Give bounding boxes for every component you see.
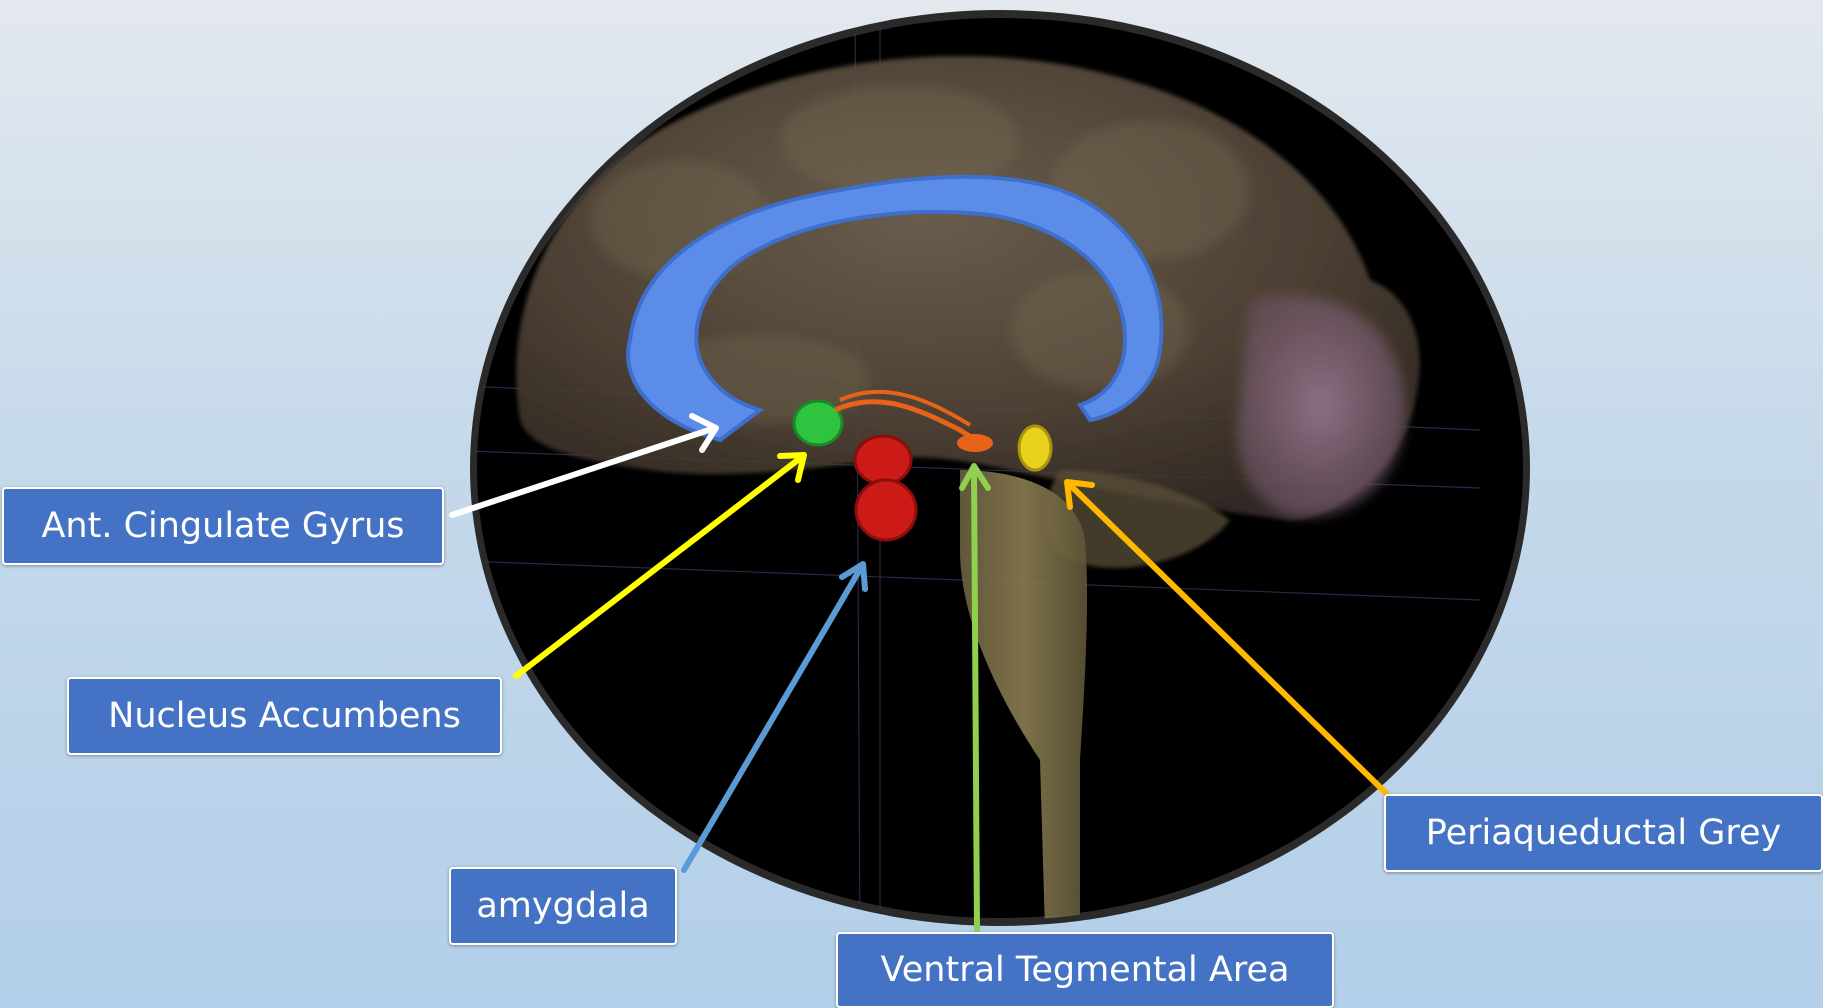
label-nucleus-accumbens: Nucleus Accumbens — [67, 677, 502, 755]
brain-render-icon — [440, 10, 1530, 940]
label-ventral-tegmental-area: Ventral Tegmental Area — [836, 932, 1334, 1008]
label-amygdala: amygdala — [449, 867, 677, 945]
label-ant-cingulate-gyrus: Ant. Cingulate Gyrus — [2, 487, 444, 565]
label-periaqueductal-grey: Periaqueductal Grey — [1384, 794, 1823, 872]
